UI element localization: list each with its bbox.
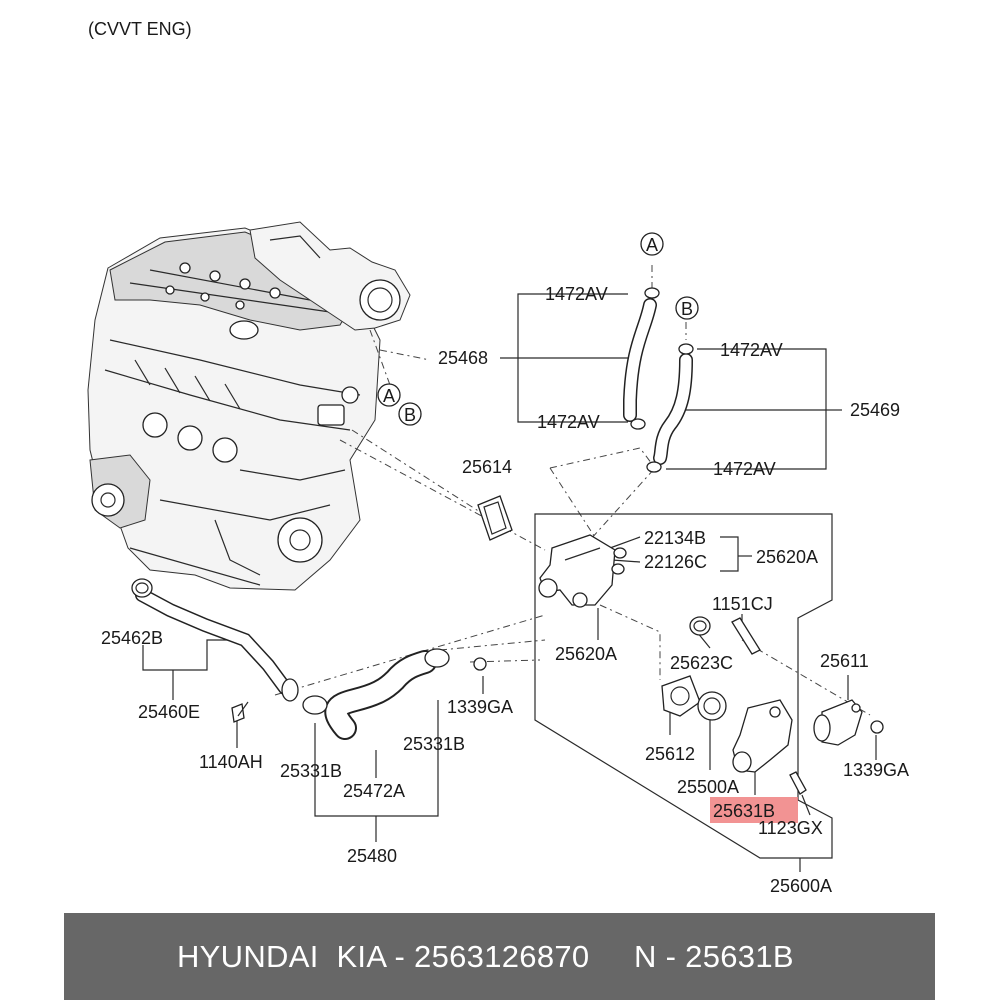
part-label[interactable]: 1472AV bbox=[545, 284, 608, 304]
part-label[interactable]: 25614 bbox=[462, 457, 512, 477]
footer-bar: HYUNDAI KIA - 2563126870 N - 25631B bbox=[64, 913, 935, 1000]
part-label[interactable]: 1472AV bbox=[720, 340, 783, 360]
part-label[interactable]: 1151CJ bbox=[712, 594, 773, 614]
part-label[interactable]: 22126C bbox=[644, 552, 707, 572]
svg-text:A: A bbox=[646, 235, 658, 255]
part-label[interactable]: 1339GA bbox=[447, 697, 513, 717]
part-label[interactable]: 1472AV bbox=[713, 459, 776, 479]
part-label[interactable]: 25460E bbox=[138, 702, 200, 722]
engine-illustration bbox=[87, 221, 411, 591]
part-label[interactable]: 25620A bbox=[555, 644, 617, 664]
part-label[interactable]: 25331B bbox=[280, 761, 342, 781]
callout-a-engine: A bbox=[377, 383, 401, 407]
part-label[interactable]: 1339GA bbox=[843, 760, 909, 780]
part-label[interactable]: 25469 bbox=[850, 400, 900, 420]
part-label[interactable]: 25623C bbox=[670, 653, 733, 673]
part-highlight bbox=[710, 797, 798, 823]
footer-caption: HYUNDAI KIA - 2563126870 N - 25631B bbox=[177, 938, 794, 974]
part-label[interactable]: 25480 bbox=[347, 846, 397, 866]
part-label[interactable]: 25611 bbox=[820, 651, 869, 671]
callout-b-top: B bbox=[675, 296, 699, 320]
part-label[interactable]: 25331B bbox=[403, 734, 465, 754]
svg-text:A: A bbox=[383, 386, 395, 406]
part-label-highlighted[interactable]: 25631B bbox=[713, 801, 775, 821]
svg-text:B: B bbox=[681, 299, 693, 319]
svg-text:B: B bbox=[404, 405, 416, 425]
part-label[interactable]: 25472A bbox=[343, 781, 405, 801]
part-label[interactable]: 1123GX bbox=[758, 818, 823, 838]
part-label[interactable]: 22134B bbox=[644, 528, 706, 548]
callout-a-top: A bbox=[640, 232, 664, 256]
part-label[interactable]: 25462B bbox=[101, 628, 163, 648]
part-label[interactable]: 25500A bbox=[677, 777, 739, 797]
part-label[interactable]: 25600A bbox=[770, 876, 832, 896]
part-label[interactable]: 1472AV bbox=[537, 412, 600, 432]
engine-variant-label: (CVVT ENG) bbox=[88, 19, 192, 39]
callout-b-engine: B bbox=[398, 402, 422, 426]
part-label[interactable]: 25620A bbox=[756, 547, 818, 567]
part-label[interactable]: 25612 bbox=[645, 744, 695, 764]
part-label[interactable]: 25468 bbox=[438, 348, 488, 368]
part-label[interactable]: 1140AH bbox=[199, 752, 263, 772]
